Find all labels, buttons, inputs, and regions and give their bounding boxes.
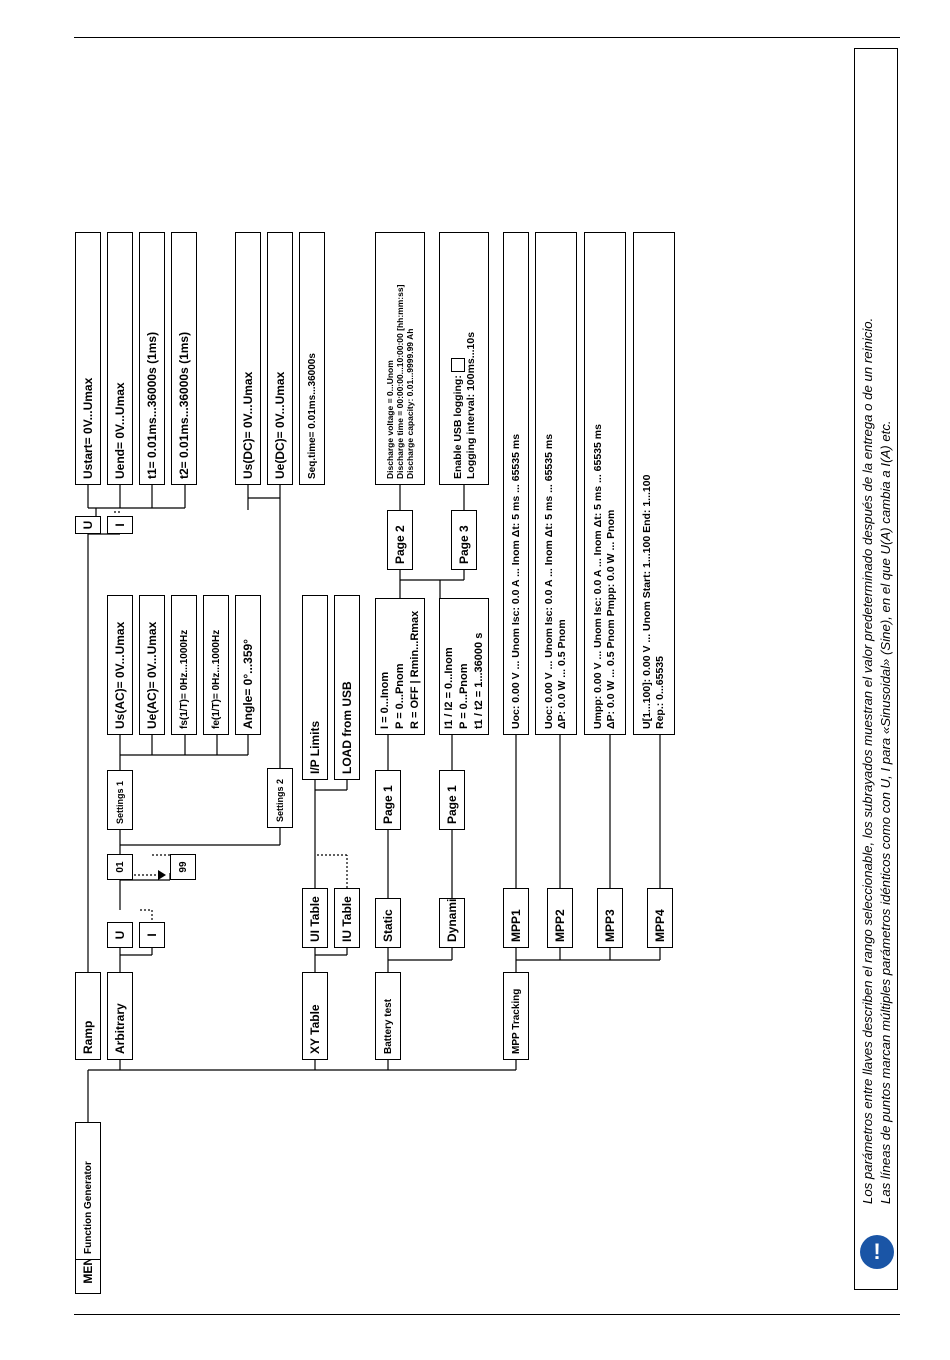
function-generator-node: Function Generator [75,1122,101,1260]
xy-table-node: XY Table [302,972,328,1060]
page2-param-line: Discharge time = 00:00:00...10:00:00 [hh… [395,284,405,479]
page3-param-line: Logging interval: 100ms...10s [464,331,477,479]
ramp-t2-param: t2= 0.01ms...36000s (1ms) [171,232,197,485]
usb-logging-checkbox [450,358,465,373]
mpp1-params-box: Uoc: 0.00 V ... Unom Isc: 0.0 A ... Inom… [503,232,529,735]
static-param-line: I = 0...Inom [378,671,391,729]
ramp-u-node: U [75,516,101,534]
page2-param-line: Discharge capacity: 0.01...9999.99 Ah [405,328,415,479]
mpp-tracking-node: MPP Tracking [503,972,529,1060]
mpp4-param-line: U[1...100]: 0.00 V ... Unom Start: 1...1… [641,474,653,729]
mpp1-param-line: Uoc: 0.00 V ... Unom Isc: 0.0 A ... Inom… [509,433,522,729]
settings1-fe-param: fe(1/T)= 0Hz...1000Hz [203,595,229,735]
mpp3-param-line: ΔP: 0.0 W ... 0.5 Pnom Pmpp: 0.0 W ... P… [605,509,617,729]
note-line: Los parámetros entre llaves describen el… [860,317,875,1204]
sequence-99-node: 99 [170,854,196,880]
mpp1-node: MPP1 [503,888,529,948]
dynamic-param-line: t1 / t2 = 1...36000 s [472,632,485,729]
settings2-seqtime-param: Seq.time= 0.01ms...36000s [299,232,325,485]
info-icon: ! [860,1235,894,1269]
dynamic-params-box: I1 / I2 = 0...Inom P = 0...Pnom t1 / t2 … [439,598,489,735]
info-note: ! Los parámetros entre llaves describen … [854,48,898,1290]
dynamic-param-line: I1 / I2 = 0...Inom [442,647,455,729]
bottom-rule [74,1314,900,1315]
sequence-01-node: 01 [107,854,133,880]
settings1-ueac-param: Ue(AC)= 0V...Umax [139,595,165,735]
settings-2-node: Settings 2 [267,768,293,828]
top-rule [74,37,900,38]
settings2-uedc-param: Ue(DC)= 0V...Umax [267,232,293,485]
page3-param-line: Enable USB logging: [450,358,465,479]
mpp3-params-box: Umpp: 0.00 V ... Unom Isc: 0.0 A ... Ino… [584,232,626,735]
settings2-usdc-param: Us(DC)= 0V...Umax [235,232,261,485]
ramp-node: Ramp [75,972,101,1060]
mpp2-param-line: Uoc: 0.00 V ... Unom Isc: 0.0 A ... Inom… [543,433,555,729]
mpp2-params-box: Uoc: 0.00 V ... Unom Isc: 0.0 A ... Inom… [535,232,577,735]
page2-param-line: Discharge voltage = 0...Unom [385,360,395,479]
dynamic-param-line: P = 0...Pnom [457,663,470,729]
mpp2-node: MPP2 [547,888,573,948]
arbitrary-node: Arbitrary [107,972,133,1060]
mpp4-param-line: Rep.: 0...65535 [654,656,666,729]
ramp-ustart-param: Ustart= 0V...Umax [75,232,101,485]
settings1-fs-param: fs(1/T)= 0Hz...1000Hz [171,595,197,735]
static-params-box: I = 0...Inom P = 0...Pnom R = OFF | Rmin… [375,598,425,735]
ramp-i-node: I [107,516,133,534]
page3-params-box: Enable USB logging: Logging interval: 10… [439,232,489,485]
arbitrary-i-node: I [139,922,165,948]
page1-dynamic-node: Page 1 [439,770,465,830]
iu-table-node: IU Table [334,888,360,948]
mpp2-param-line: ΔP: 0.0 W ... 0.5 Pnom [556,619,568,729]
mpp4-params-box: U[1...100]: 0.00 V ... Unom Start: 1...1… [633,232,675,735]
note-text: Los parámetros entre llaves describen el… [859,318,895,1204]
ip-limits-node: I/P Limits [302,595,328,780]
arbitrary-u-node: U [107,922,133,948]
settings-1-node: Settings 1 [107,770,133,830]
load-from-usb-node: LOAD from USB [334,595,360,780]
ui-table-node: UI Table [302,888,328,948]
page3-node: Page 3 [451,510,477,570]
dynamic-node: Dynamic [439,898,465,948]
settings1-angle-param: Angle= 0°...359° [235,595,261,735]
battery-test-node: Battery test [375,972,401,1060]
mpp3-node: MPP3 [597,888,623,948]
note-line: Las líneas de puntos marcan múltiples pa… [878,420,893,1204]
static-param-line: P = 0...Pnom [393,663,406,729]
static-node: Static [375,898,401,948]
static-param-line: R = OFF | Rmin...Rmax [408,610,421,729]
page2-params-box: Discharge voltage = 0...Unom Discharge t… [375,232,425,485]
settings1-usac-param: Us(AC)= 0V...Umax [107,595,133,735]
page2-node: Page 2 [387,510,413,570]
mpp4-node: MPP4 [647,888,673,948]
ramp-t1-param: t1= 0.01ms...36000s (1ms) [139,232,165,485]
mpp3-param-line: Umpp: 0.00 V ... Unom Isc: 0.0 A ... Ino… [592,424,604,729]
page1-static-node: Page 1 [375,770,401,830]
ramp-uend-param: Uend= 0V...Umax [107,232,133,485]
